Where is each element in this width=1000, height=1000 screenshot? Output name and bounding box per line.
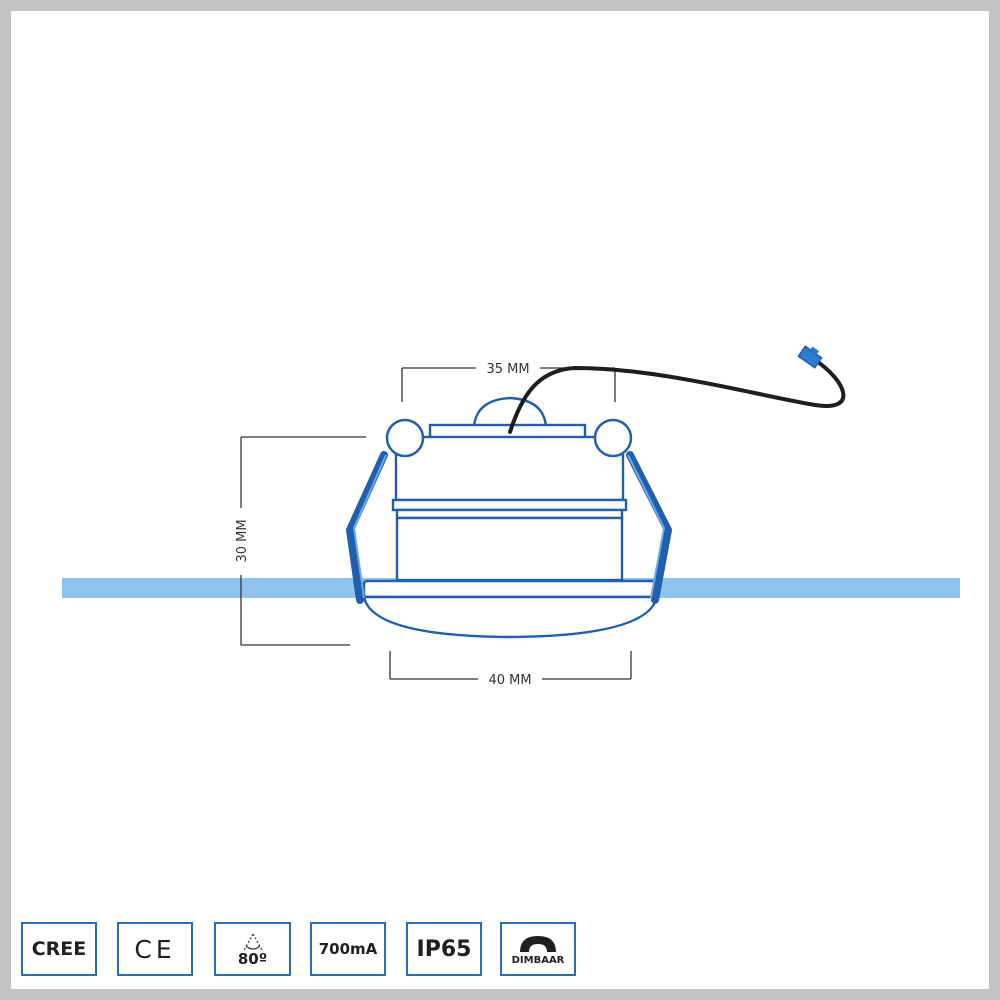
badge-cree: CREE [21,922,97,976]
beam-angle-icon [242,933,263,950]
badge-beam-angle-label: 80º [237,949,268,968]
badge-beam-angle: 80º [214,922,291,976]
badge-ce-label: CE [134,934,176,964]
spring-clip-left [346,418,425,604]
badge-ip-rating-label: IP65 [416,936,472,962]
dimmer-icon [520,935,556,952]
dimension-top-label: 35 MM [486,362,529,377]
spring-clip-right [593,418,672,604]
badge-dimmable: DIMBAAR [500,922,576,976]
badge-current-label: 700mA [318,940,378,958]
badge-dimmable-label: DIMBAAR [511,954,565,966]
badge-ip-rating: IP65 [406,922,482,976]
dimension-bottom [389,651,632,680]
dimension-height [240,436,366,646]
dimension-bottom-label: 40 MM [488,673,531,688]
power-cable [508,358,846,434]
badge-cree-label: CREE [31,938,87,960]
cable-connector [797,345,823,369]
badge-current: 700mA [310,922,386,976]
dimension-height-label: 30 MM [235,519,250,562]
badge-ce: CE [117,922,193,976]
